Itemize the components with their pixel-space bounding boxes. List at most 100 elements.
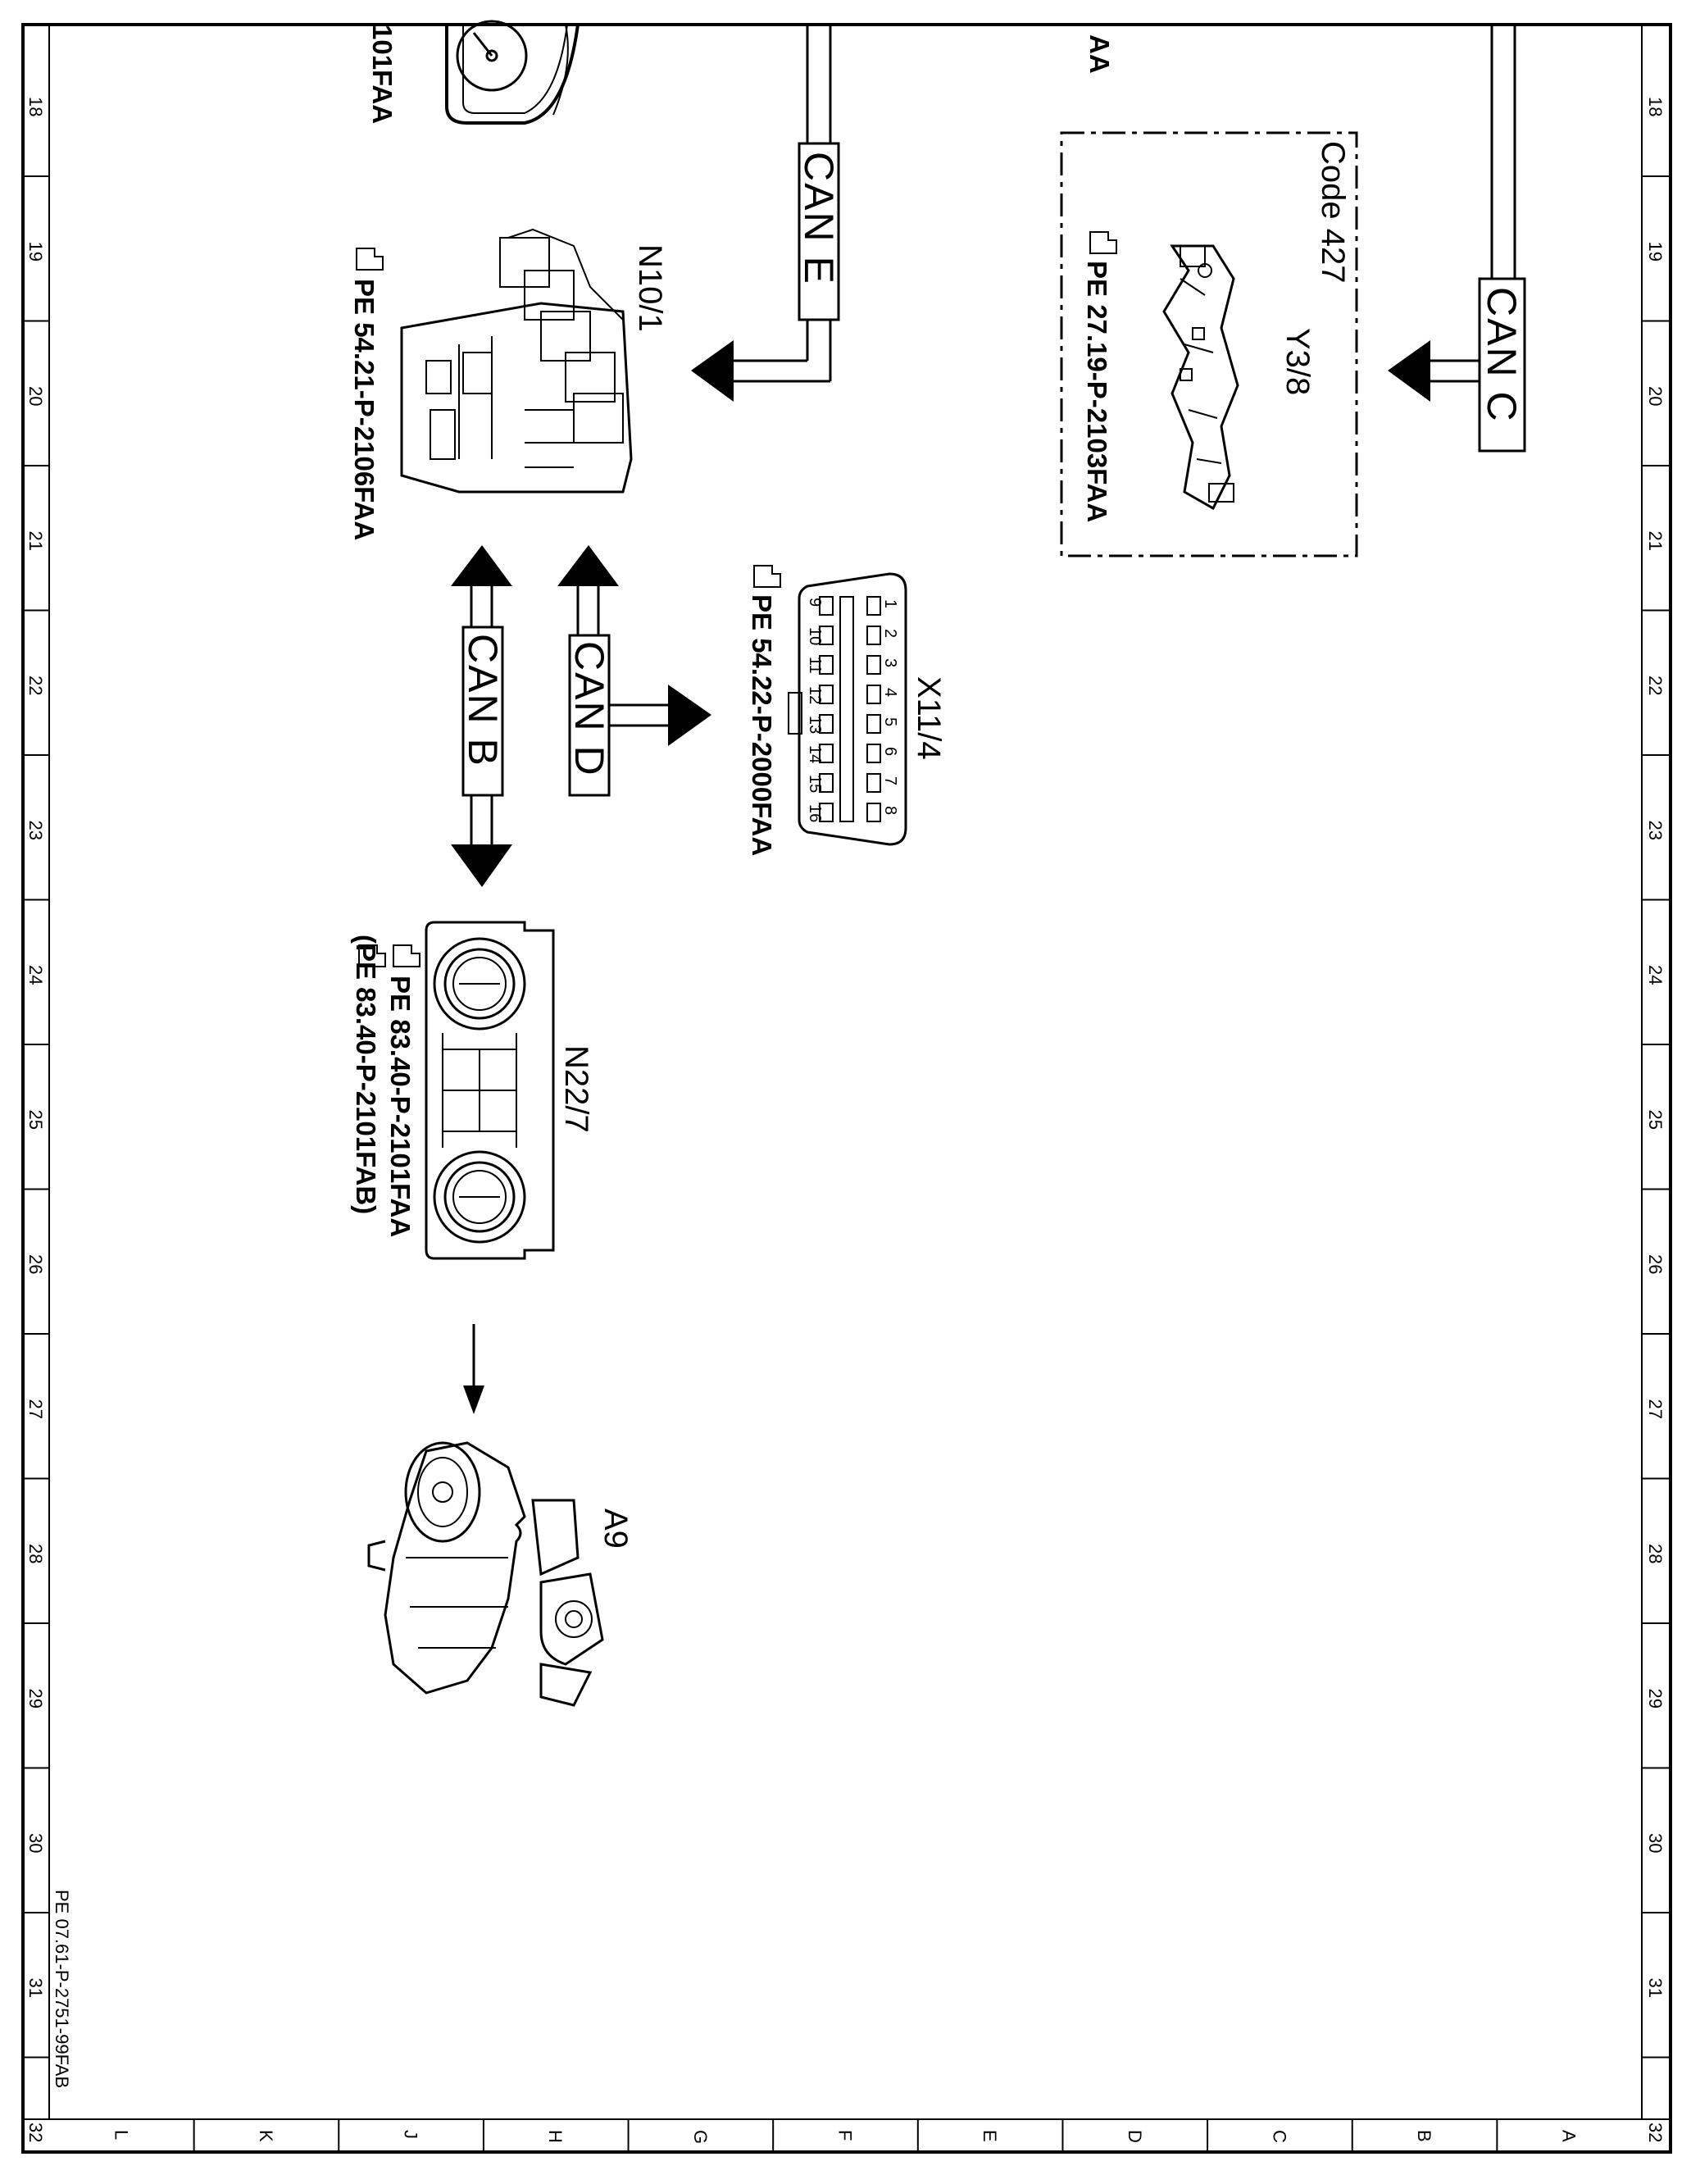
x11-4-pin-number: 1 bbox=[881, 599, 899, 608]
x11-4-pin-socket bbox=[819, 596, 834, 616]
grid-row-label-left: 22 bbox=[25, 676, 46, 695]
grid-row-label-left: 26 bbox=[25, 1254, 46, 1274]
grid-row-label-left: 23 bbox=[25, 821, 46, 840]
x11-4-pin-number: 14 bbox=[806, 745, 824, 763]
x11-4-pin-number: 4 bbox=[881, 688, 899, 697]
y3-8-component bbox=[1060, 131, 1358, 557]
grid-row-label-left: 32 bbox=[25, 2123, 46, 2142]
signal-arrow-n22-7-to-a9 bbox=[463, 1324, 484, 1414]
grid-row-label-left: 28 bbox=[25, 1544, 46, 1563]
x11-4-pin-number: 3 bbox=[881, 658, 899, 667]
a9-label: A9 bbox=[598, 1508, 634, 1549]
grid-column-label: A bbox=[1559, 2130, 1580, 2142]
grid-row-label-right: 24 bbox=[1645, 965, 1666, 985]
grid-row-label-right: 20 bbox=[1645, 386, 1666, 406]
x11-4-pin-number: 13 bbox=[806, 716, 824, 734]
grid-column-label: B bbox=[1414, 2130, 1434, 2142]
transmission-control-unit-icon bbox=[1162, 244, 1239, 511]
x11-4-pin-number: 11 bbox=[806, 657, 824, 674]
n22-7-ref-2: (PE 83.40-P-2101FAB) bbox=[351, 935, 381, 1214]
can-d-bus bbox=[557, 545, 711, 797]
x11-4-center-bar bbox=[839, 596, 854, 822]
grid-column-label: D bbox=[1125, 2130, 1145, 2143]
grid-column-label: E bbox=[980, 2130, 1000, 2142]
grid-row-label-right: 18 bbox=[1645, 97, 1666, 116]
grid-row-label-left: 19 bbox=[25, 242, 46, 262]
can-b-bus bbox=[451, 545, 512, 887]
partial-ref-top: 101FAA bbox=[367, 25, 398, 124]
x11-4-label: X11/4 bbox=[911, 676, 947, 760]
hand-pointer-icon bbox=[753, 565, 781, 588]
x11-4-pin-socket bbox=[819, 803, 834, 822]
can-e-label: CAN E bbox=[796, 152, 842, 285]
grid-row-label-right: 29 bbox=[1645, 1689, 1666, 1709]
x11-4-pin-socket bbox=[866, 685, 881, 704]
grid-row-label-right: 26 bbox=[1645, 1254, 1666, 1274]
can-c-bus bbox=[1388, 25, 1526, 453]
grid-row-label-left: 30 bbox=[25, 1833, 46, 1853]
x11-4-pin-socket bbox=[866, 803, 881, 822]
x11-4-pin-number: 2 bbox=[881, 629, 899, 638]
hand-pointer-icon bbox=[1089, 231, 1117, 254]
grid-row-label-right: 22 bbox=[1645, 676, 1666, 695]
x11-4-pin-socket bbox=[819, 744, 834, 763]
grid-row-label-right: 25 bbox=[1645, 1110, 1666, 1130]
grid-column-label: H bbox=[545, 2130, 566, 2143]
x11-4-pin-socket bbox=[819, 655, 834, 675]
x11-4-pin-number: 12 bbox=[806, 686, 824, 704]
x11-4-pin-socket bbox=[819, 685, 834, 704]
grid-row-label-right: 32 bbox=[1645, 2123, 1666, 2142]
grid-row-label-right: 23 bbox=[1645, 821, 1666, 840]
x11-4-pin-number: 6 bbox=[881, 747, 899, 756]
grid-row-label-right: 19 bbox=[1645, 242, 1666, 262]
x11-4-pin-socket bbox=[866, 773, 881, 793]
n22-7-ref-1: PE 83.40-P-2101FAA bbox=[385, 976, 416, 1237]
x11-4-pin-number: 7 bbox=[881, 776, 899, 785]
sheet-border bbox=[21, 23, 1672, 2154]
grid-column-label: J bbox=[401, 2130, 421, 2139]
grid-row-label-right: 28 bbox=[1645, 1544, 1666, 1563]
x11-4-pin-socket bbox=[819, 773, 834, 793]
x11-4-pin-number: 15 bbox=[806, 775, 824, 793]
partial-ref-right: AA bbox=[1084, 34, 1115, 74]
n22-7-label: N22/7 bbox=[558, 1045, 594, 1133]
instrument-cluster-partial bbox=[445, 20, 580, 125]
grid-column-label: L bbox=[111, 2130, 131, 2140]
can-c-label: CAN C bbox=[1479, 287, 1525, 423]
hand-pointer-icon bbox=[356, 248, 384, 271]
grid-column-label: K bbox=[256, 2130, 276, 2142]
hand-pointer-icon bbox=[358, 944, 386, 967]
n10-1-ref: PE 54.21-P-2106FAA bbox=[349, 279, 380, 540]
y3-8-label: Y3/8 bbox=[1280, 328, 1316, 395]
grid-row-label-right: 21 bbox=[1645, 531, 1666, 551]
footer-drawing-code: PE 07.61-P-2751-99FAB bbox=[52, 1890, 72, 2088]
a9-compressor-component bbox=[367, 1441, 604, 1707]
grid-row-label-left: 24 bbox=[25, 965, 46, 985]
grid-row-label-left: 21 bbox=[25, 531, 46, 551]
x11-4-pin-socket bbox=[866, 744, 881, 763]
x11-4-pin-socket bbox=[866, 655, 881, 675]
x11-4-pin-socket bbox=[866, 626, 881, 645]
grid-row-label-left: 18 bbox=[25, 97, 46, 116]
x11-4-pin-number: 8 bbox=[881, 806, 899, 815]
x11-4-pin-number: 16 bbox=[806, 804, 824, 822]
x11-4-pin-number: 9 bbox=[806, 598, 824, 607]
x11-4-pin-socket bbox=[866, 596, 881, 616]
grid-row-label-left: 25 bbox=[25, 1110, 46, 1130]
y3-8-code-label: Code 427 bbox=[1315, 141, 1351, 283]
can-d-label: CAN D bbox=[566, 641, 612, 777]
grid-column-label: G bbox=[690, 2130, 711, 2144]
x11-4-pin-socket bbox=[819, 714, 834, 734]
x11-4-pin-socket bbox=[819, 626, 834, 645]
grid-row-label-right: 31 bbox=[1645, 1978, 1666, 1998]
x11-4-ref: PE 54.22-P-2000FAA bbox=[747, 594, 777, 856]
hand-pointer-icon bbox=[393, 944, 420, 967]
n22-7-component bbox=[425, 921, 555, 1260]
x11-4-pin-number: 10 bbox=[806, 627, 824, 645]
x11-4-pin-number: 5 bbox=[881, 717, 899, 726]
